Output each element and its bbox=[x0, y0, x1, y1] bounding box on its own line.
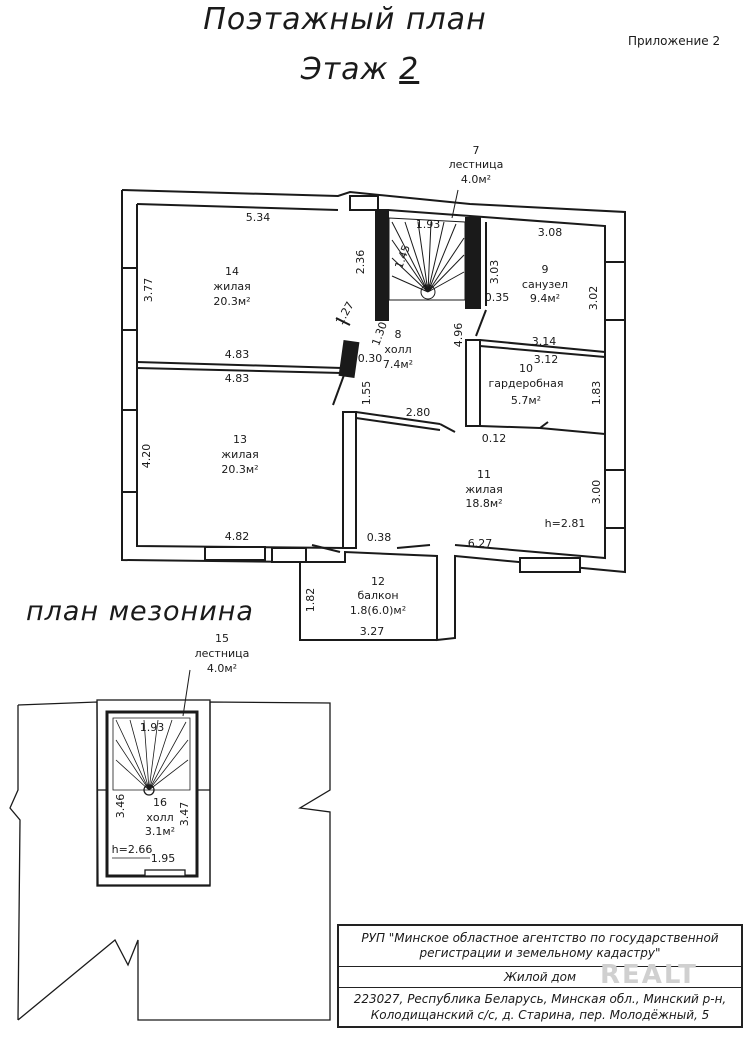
room9-name: санузел bbox=[522, 278, 568, 291]
room9-area: 9.4м² bbox=[530, 292, 560, 305]
mez-dim-193: 1.93 bbox=[140, 721, 165, 734]
room13-name: жилая bbox=[221, 448, 258, 461]
room7-area: 4.0м² bbox=[461, 173, 491, 186]
dim-483a: 4.83 bbox=[225, 348, 250, 361]
address: 223027, Республика Беларусь, Минская обл… bbox=[339, 988, 741, 1028]
dim-035: 0.35 bbox=[485, 291, 510, 304]
spiral-stair-floor2 bbox=[388, 217, 466, 301]
org-line2: регистрации и земельному кадастру" bbox=[419, 946, 661, 960]
room8-name: холл bbox=[384, 343, 411, 356]
outer-wall-left bbox=[121, 190, 301, 563]
dim-155: 1.55 bbox=[360, 381, 373, 406]
room15-area: 4.0м² bbox=[207, 662, 237, 675]
dim-236: 2.36 bbox=[354, 250, 367, 275]
mezzanine-plan bbox=[9, 669, 331, 1021]
dim-377: 3.77 bbox=[142, 278, 155, 303]
plan-title: Поэтажный план bbox=[203, 2, 487, 37]
room9-num: 9 bbox=[542, 263, 549, 276]
org-name: РУП "Минское областное агентство по госу… bbox=[339, 926, 741, 967]
floor-prefix: Этаж bbox=[300, 52, 389, 87]
address-line1: 223027, Республика Беларусь, Минская обл… bbox=[353, 992, 727, 1006]
address-line2: Колодищанский с/с, д. Старина, пер. Моло… bbox=[370, 1008, 710, 1022]
room14-name: жилая bbox=[213, 280, 250, 293]
room8-area: 7.4м² bbox=[383, 358, 413, 371]
dim-420: 4.20 bbox=[140, 444, 153, 469]
watermark-logo: REALT bbox=[600, 960, 698, 990]
mezzanine-title: план мезонина bbox=[26, 596, 254, 627]
dim-482: 4.82 bbox=[225, 530, 250, 543]
title-block: РУП "Минское областное агентство по госу… bbox=[337, 924, 743, 1028]
appendix-label: Приложение 2 bbox=[628, 34, 721, 48]
dim-300: 3.00 bbox=[590, 480, 603, 505]
dim-030: 0.30 bbox=[358, 352, 383, 365]
room14-num: 14 bbox=[225, 265, 239, 278]
mez-dim-346: 3.46 bbox=[114, 794, 127, 819]
dim-182: 1.82 bbox=[304, 588, 317, 613]
room10-area: 5.7м² bbox=[511, 394, 541, 407]
room14-area: 20.3м² bbox=[213, 295, 250, 308]
room13-num: 13 bbox=[233, 433, 247, 446]
mez-dim-195: 1.95 bbox=[151, 852, 176, 865]
dim-280: 2.80 bbox=[406, 406, 431, 419]
room16-num: 16 bbox=[153, 796, 167, 809]
room10-name: гардеробная bbox=[489, 377, 564, 390]
room8-num: 8 bbox=[395, 328, 402, 341]
outer-wall bbox=[121, 189, 626, 642]
object-name: Жилой дом bbox=[339, 967, 741, 988]
dim-314: 3.14 bbox=[532, 335, 557, 348]
dim-534: 5.34 bbox=[246, 211, 271, 224]
dim-h281: h=2.81 bbox=[545, 517, 586, 530]
dim-012: 0.12 bbox=[482, 432, 507, 445]
dim-302: 3.02 bbox=[587, 286, 600, 311]
dim-483b: 4.83 bbox=[225, 372, 250, 385]
room7-num: 7 bbox=[473, 144, 480, 157]
dim-303: 3.03 bbox=[488, 260, 501, 285]
dim-327: 3.27 bbox=[360, 625, 385, 638]
dim-312: 3.12 bbox=[534, 353, 559, 366]
dim-193: 1.93 bbox=[416, 218, 441, 231]
room16-name: холл bbox=[146, 811, 173, 824]
org-line1: РУП "Минское областное агентство по госу… bbox=[361, 931, 719, 945]
room11-name: жилая bbox=[465, 483, 502, 496]
mez-dim-h266: h=2.66 bbox=[112, 843, 153, 856]
room16-area: 3.1м² bbox=[145, 825, 175, 838]
room11-area: 18.8м² bbox=[465, 497, 502, 510]
mez-dim-347: 3.47 bbox=[178, 802, 191, 827]
room10-num: 10 bbox=[519, 362, 533, 375]
dim-127: 1.27 bbox=[333, 299, 357, 327]
dim-308: 3.08 bbox=[538, 226, 563, 239]
room13-area: 20.3м² bbox=[221, 463, 258, 476]
dim-038: 0.38 bbox=[367, 531, 392, 544]
dim-496: 4.96 bbox=[452, 323, 465, 348]
room12-area: 1.8(6.0)м² bbox=[350, 604, 406, 617]
room12-num: 12 bbox=[371, 575, 385, 588]
dim-183: 1.83 bbox=[590, 381, 603, 406]
room12-name: балкон bbox=[357, 589, 398, 602]
room7-name: лестница bbox=[449, 158, 504, 171]
floor-title: Этаж 2 bbox=[260, 52, 460, 87]
floor-number: 2 bbox=[399, 52, 420, 87]
dim-627: 6.27 bbox=[468, 537, 493, 550]
room15-num: 15 bbox=[215, 632, 229, 645]
room15-name: лестница bbox=[195, 647, 250, 660]
room11-num: 11 bbox=[477, 468, 491, 481]
